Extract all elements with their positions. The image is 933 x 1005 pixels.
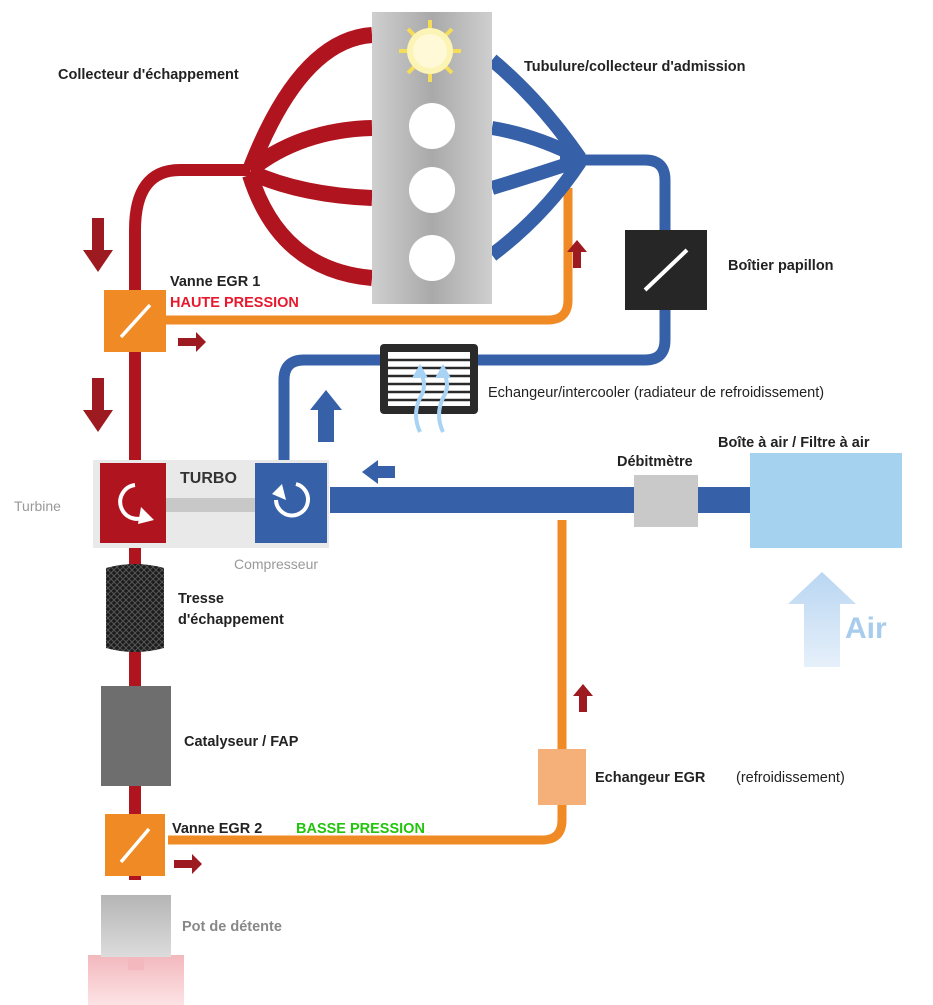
label-egr-valve-1: Vanne EGR 1 — [170, 274, 261, 290]
air-inflow-arrow-icon — [788, 572, 856, 667]
label-high-pressure: HAUTE PRESSION — [170, 295, 299, 311]
cylinder-3 — [409, 167, 455, 213]
label-throttle-body: Boîtier papillon — [728, 258, 834, 274]
turbo-assembly — [93, 460, 329, 548]
engine-block — [372, 12, 492, 304]
throttle-body — [625, 230, 707, 310]
egr-high-pressure-line — [166, 188, 573, 325]
label-egr-cooler-note: (refroidissement) — [736, 770, 845, 786]
cylinder-1-ignition-icon — [399, 20, 461, 82]
cooling-air-icon — [414, 370, 449, 433]
air-box — [750, 453, 902, 548]
intake-junction — [560, 150, 585, 170]
label-intake-manifold: Tubulure/collecteur d'admission — [524, 59, 746, 75]
exhaust-braid — [106, 564, 164, 652]
intercooler — [380, 344, 478, 433]
label-egr-valve-2: Vanne EGR 2 — [172, 821, 263, 837]
label-silencer: Pot de détente — [182, 919, 282, 935]
cylinder-2 — [409, 103, 455, 149]
catalyst — [101, 686, 171, 786]
label-braid-line-2: d'échappement — [178, 612, 284, 628]
label-flowmeter: Débitmètre — [617, 454, 693, 470]
turbine — [100, 463, 166, 543]
label-catalyst: Catalyseur / FAP — [184, 734, 299, 750]
egr-low-pressure-line — [168, 520, 567, 845]
silencer — [101, 895, 171, 957]
egr-cooler — [538, 749, 586, 805]
label-compressor: Compresseur — [234, 556, 319, 572]
egr-valve-2 — [105, 814, 165, 876]
label-braid-line-1: Tresse — [178, 591, 224, 607]
label-intercooler: Echangeur/intercooler (radiateur de refr… — [488, 385, 825, 401]
label-low-pressure: BASSE PRESSION — [296, 821, 425, 837]
label-air: Air — [845, 612, 887, 645]
intake-flow-arrow-icon — [310, 390, 395, 484]
flowmeter — [634, 475, 698, 527]
label-egr-cooler: Echangeur EGR — [595, 770, 706, 786]
label-turbo: TURBO — [180, 470, 237, 487]
label-air-box: Boîte à air / Filtre à air — [718, 435, 870, 451]
egr-valve-1 — [104, 290, 166, 352]
cylinder-4 — [409, 235, 455, 281]
compressor — [255, 463, 327, 543]
label-turbine: Turbine — [14, 498, 61, 514]
egr-flow-arrow-icon — [174, 240, 593, 874]
exhaust-pipes — [129, 27, 373, 880]
exhaust-flow-arrow-icon — [83, 218, 113, 432]
label-exhaust-manifold: Collecteur d'échappement — [58, 67, 239, 83]
